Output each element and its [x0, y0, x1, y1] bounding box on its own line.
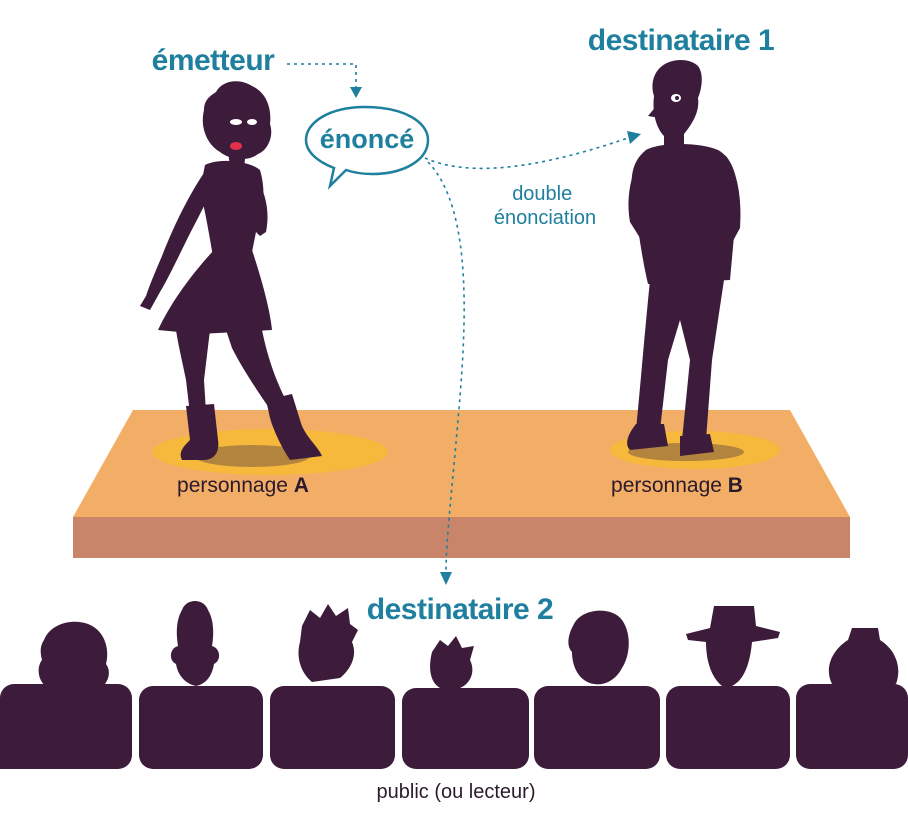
personnage-a-label: personnage A: [177, 474, 309, 497]
audience-head-3: [298, 604, 358, 682]
destinataire-1-label: destinataire 1: [588, 24, 774, 57]
double-enonciation-line-1: double: [512, 183, 572, 205]
arrow-emetteur-to-enonce: [287, 63, 357, 88]
personnage-a-silhouette: [140, 81, 322, 460]
public-label: public (ou lecteur): [377, 781, 536, 803]
arrowhead-destinataire-2: [440, 572, 452, 585]
personnage-b-letter: B: [728, 474, 743, 497]
personnage-b-prefix: personnage: [611, 474, 728, 497]
seat-5: [534, 686, 660, 769]
personnage-b-silhouette: [627, 60, 741, 456]
arrow-enonce-to-destinataire-1: [424, 137, 629, 170]
arrowhead-destinataire-1: [627, 131, 641, 144]
shadow-a: [194, 445, 310, 467]
arrowhead-emetteur-to-enonce: [350, 87, 362, 98]
enonce-bubble: énoncé: [304, 105, 430, 190]
audience-head-7: [828, 628, 899, 684]
seat-4: [402, 688, 529, 769]
double-enonciation-note: double énonciation: [494, 183, 596, 229]
personnage-a-prefix: personnage: [177, 474, 294, 497]
emetteur-label: émetteur: [152, 44, 276, 77]
personnage-a-letter: A: [294, 474, 309, 497]
seat-2: [139, 686, 263, 769]
enonce-label: énoncé: [320, 124, 415, 154]
audience-head-6: [686, 606, 780, 686]
seat-1: [0, 684, 132, 769]
destinataire-2-label: destinataire 2: [367, 593, 553, 626]
seat-7: [796, 684, 908, 769]
arrows: [287, 63, 641, 585]
audience-head-1: [38, 621, 109, 688]
seat-6: [666, 686, 790, 769]
personnage-b-label: personnage B: [611, 474, 743, 497]
stage-front: [73, 517, 850, 558]
speech-bubble-icon: [304, 105, 430, 190]
audience-head-4: [430, 636, 474, 688]
audience-head-2: [170, 601, 220, 686]
audience-head-5: [568, 610, 629, 685]
seat-3: [270, 686, 395, 769]
audience: [0, 601, 908, 769]
double-enonciation-line-2: énonciation: [494, 207, 596, 229]
